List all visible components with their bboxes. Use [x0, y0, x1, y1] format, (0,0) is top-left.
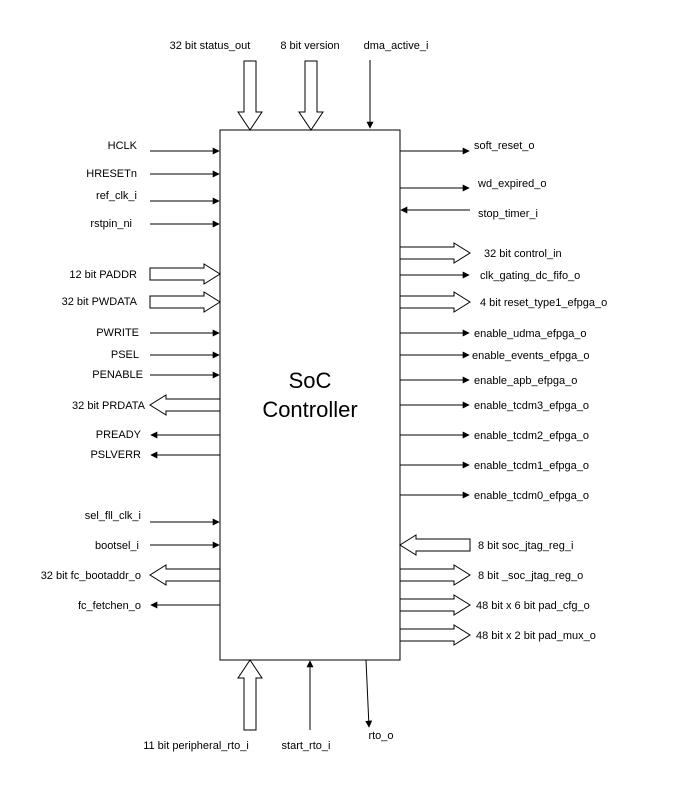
- start-rto-label: start_rto_i: [282, 740, 331, 752]
- rstpin-label: rstpin_ni: [90, 218, 132, 230]
- enable-tcdm2-label: enable_tcdm2_efpga_o: [474, 430, 589, 442]
- sel-fll-clk-label: sel_fll_clk_i: [85, 510, 141, 522]
- hresetn-label: HRESETn: [86, 168, 137, 180]
- status-out-bus-arrow: [237, 60, 263, 131]
- pslverr-label: PSLVERR: [90, 449, 141, 461]
- pad-cfg-bus-arrow: [399, 594, 471, 616]
- control-in-bus-arrow: [399, 242, 471, 264]
- ref-clk-label: ref_clk_i: [96, 190, 137, 202]
- rto-o-arrow: [365, 659, 373, 728]
- pad-cfg-label: 48 bit x 6 bit pad_cfg_o: [476, 600, 590, 612]
- clk-gating-label: clk_gating_dc_fifo_o: [480, 270, 580, 282]
- enable-tcdm1-label: enable_tcdm1_efpga_o: [474, 460, 589, 472]
- rto-o-label: rto_o: [368, 730, 393, 742]
- enable-apb-label: enable_apb_efpga_o: [474, 375, 577, 387]
- fc-bootaddr-bus-arrow: [149, 564, 221, 586]
- prdata-label: 32 bit PRDATA: [72, 400, 146, 412]
- hclk-label: HCLK: [108, 140, 138, 152]
- paddr-bus-arrow: [149, 263, 221, 285]
- pwdata-bus-arrow: [149, 291, 221, 313]
- pwdata-label: 32 bit PWDATA: [62, 296, 138, 308]
- stop-timer-label: stop_timer_i: [478, 208, 538, 220]
- enable-udma-label: enable_udma_efpga_o: [474, 328, 587, 340]
- paddr-label: 12 bit PADDR: [69, 269, 137, 281]
- soc-jtag-reg-i-bus-arrow: [399, 534, 471, 556]
- reset-type1-label: 4 bit reset_type1_efpga_o: [480, 297, 607, 309]
- enable-tcdm3-label: enable_tcdm3_efpga_o: [474, 400, 589, 412]
- pad-mux-bus-arrow: [399, 624, 471, 646]
- pwrite-label: PWRITE: [96, 327, 139, 339]
- soc-jtag-reg-o-bus-arrow: [399, 564, 471, 586]
- pready-label: PREADY: [96, 429, 142, 441]
- version-label: 8 bit version: [280, 40, 339, 52]
- bootsel-label: bootsel_i: [95, 540, 139, 552]
- block-title-line2: Controller: [262, 397, 357, 422]
- prdata-bus-arrow: [149, 394, 221, 416]
- reset-type1-bus-arrow: [399, 291, 471, 313]
- enable-tcdm0-label: enable_tcdm0_efpga_o: [474, 490, 589, 502]
- peripheral-rto-bus-arrow: [237, 659, 263, 731]
- psel-label: PSEL: [111, 349, 139, 361]
- enable-events-label: enable_events_efpga_o: [472, 350, 589, 362]
- version-bus-arrow: [298, 60, 324, 131]
- soc-controller-box: [219, 129, 401, 661]
- penable-label: PENABLE: [92, 369, 143, 381]
- fc-fetchen-label: fc_fetchen_o: [78, 600, 141, 612]
- block-title-line1: SoC: [289, 368, 332, 393]
- soc-jtag-reg-i-label: 8 bit soc_jtag_reg_i: [478, 540, 573, 552]
- soc-jtag-reg-o-label: 8 bit _soc_jtag_reg_o: [478, 570, 583, 582]
- status-out-label: 32 bit status_out: [170, 40, 251, 52]
- dma-active-label: dma_active_i: [364, 40, 429, 52]
- control-in-label: 32 bit control_in: [484, 248, 562, 260]
- soft-reset-label: soft_reset_o: [474, 140, 535, 152]
- peripheral-rto-label: 11 bit peripheral_rto_i: [143, 740, 249, 752]
- fc-bootaddr-label: 32 bit fc_bootaddr_o: [41, 570, 141, 582]
- pad-mux-label: 48 bit x 2 bit pad_mux_o: [476, 630, 596, 642]
- wd-expired-label: wd_expired_o: [477, 178, 547, 190]
